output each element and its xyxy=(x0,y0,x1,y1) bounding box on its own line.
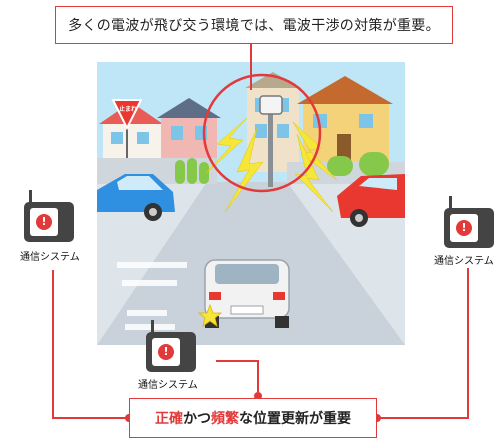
road-marking xyxy=(122,280,177,286)
connector-dot xyxy=(254,392,262,400)
trees xyxy=(175,152,389,184)
connector-bottom-vertical xyxy=(257,360,259,392)
callout-emphasis: 正確 xyxy=(155,411,183,427)
top-callout-text: 多くの電波が飛び交う環境では、電波干渉の対策が重要。 xyxy=(68,18,440,34)
connector-left-vertical xyxy=(52,270,54,418)
device-body-icon: ! xyxy=(24,202,74,242)
stop-sign xyxy=(111,99,143,162)
car-left xyxy=(97,174,175,221)
connector-dot xyxy=(373,414,381,422)
callout-text: な位置更新が重要 xyxy=(239,411,351,427)
device-bottom: ! 通信システム xyxy=(138,320,216,391)
device-left: ! 通信システム xyxy=(20,190,90,263)
device-label: 通信システム xyxy=(434,256,494,267)
alert-icon: ! xyxy=(36,214,52,230)
bottom-callout: 正確 かつ 頻繁 な位置更新が重要 xyxy=(129,398,377,438)
star-icon xyxy=(197,303,223,327)
road-marking xyxy=(117,262,187,268)
car-right xyxy=(337,174,405,227)
road-marking xyxy=(127,310,167,316)
antenna-icon xyxy=(29,190,32,204)
device-body-icon: ! xyxy=(146,332,196,372)
connector-right-horizontal xyxy=(377,417,469,419)
callout-emphasis: 頻繁 xyxy=(211,411,239,427)
street-scene xyxy=(97,62,405,345)
device-label: 通信システム xyxy=(138,380,198,391)
interference-highlight xyxy=(202,73,322,193)
car-center xyxy=(204,259,290,328)
connector-right-vertical xyxy=(467,268,469,418)
antenna-pole xyxy=(259,95,283,187)
antenna-icon xyxy=(449,196,452,210)
antenna-icon xyxy=(151,320,154,334)
connector-bottom-horizontal xyxy=(216,360,259,362)
device-body-icon: ! xyxy=(444,208,494,248)
connector-top xyxy=(250,44,252,90)
device-right: ! 通信システム xyxy=(434,196,500,267)
connector-left-horizontal xyxy=(52,417,130,419)
alert-icon: ! xyxy=(158,344,174,360)
callout-text: かつ xyxy=(183,411,211,427)
device-label: 通信システム xyxy=(20,252,80,263)
interference-bolts xyxy=(204,117,338,213)
stop-sign-text: 止まれ xyxy=(119,106,138,113)
top-callout: 多くの電波が飛び交う環境では、電波干渉の対策が重要。 xyxy=(55,6,453,44)
alert-icon: ! xyxy=(456,220,472,236)
road-marking xyxy=(125,324,175,330)
